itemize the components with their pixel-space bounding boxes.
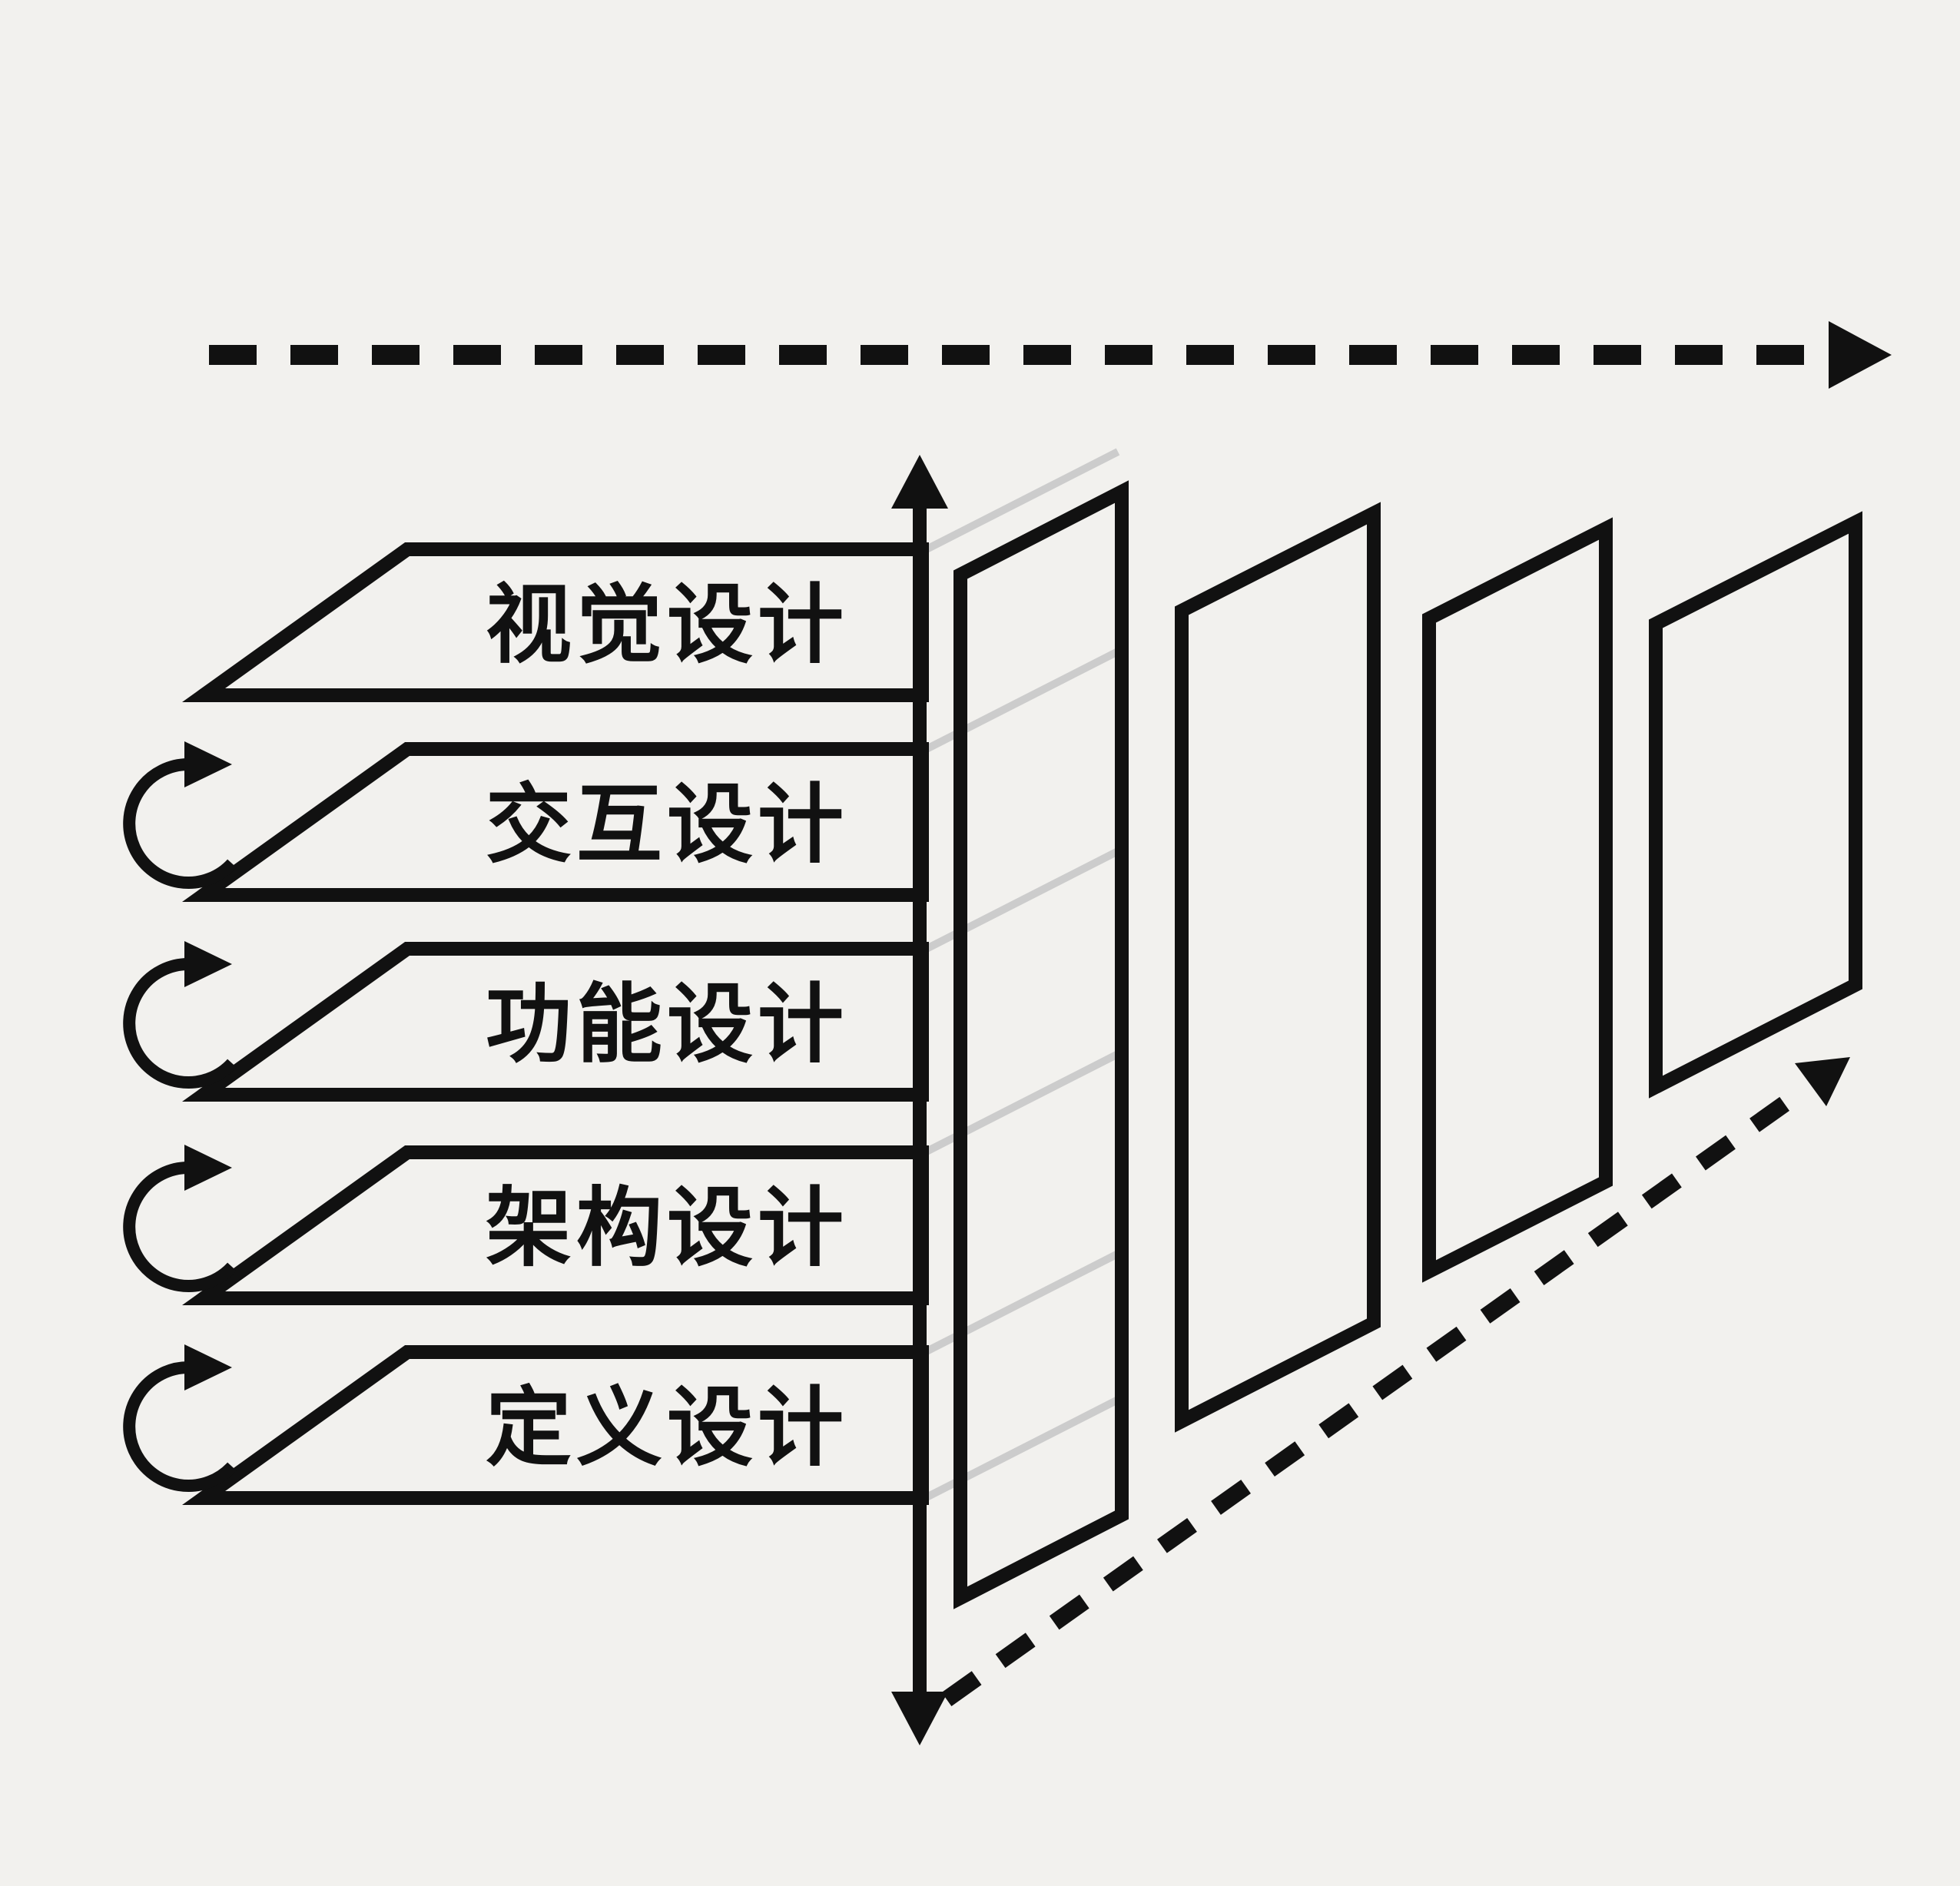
iteration-arrow-icon-1 [123, 741, 237, 889]
iteration-arrowhead [184, 741, 232, 787]
iteration-arrowhead [184, 1344, 232, 1390]
perspective-panel-4 [1649, 511, 1862, 1099]
depth-guide-line [920, 648, 1120, 755]
diagonal-arrowhead [1795, 1057, 1850, 1106]
layer-architecture-design: 架构设计 [182, 1145, 929, 1305]
vertical-axis-top-arrowhead [891, 455, 948, 509]
depth-guide-line [920, 1396, 1120, 1503]
iteration-arc [123, 1361, 237, 1492]
iteration-arrow-icon-2 [123, 941, 237, 1089]
layer-label: 视觉设计 [486, 575, 848, 675]
layer-function-design: 功能设计 [182, 942, 929, 1102]
depth-guide-lines [920, 448, 1120, 1503]
iteration-arrow-icon-4 [123, 1344, 237, 1492]
layer-definition-design: 定义设计 [182, 1345, 929, 1505]
iteration-arrowhead [184, 1145, 232, 1191]
layer-label: 交互设计 [486, 775, 848, 875]
depth-guide-line [920, 448, 1120, 555]
iteration-arrow-icon-3 [123, 1145, 237, 1292]
layer-label: 架构设计 [486, 1178, 848, 1278]
diagonal-dashed-line [941, 1081, 1812, 1706]
iteration-arc [123, 958, 237, 1089]
vertical-axis-bottom-arrowhead [891, 1692, 948, 1745]
vertical-axis-double-arrow-icon [891, 455, 948, 1745]
iteration-arrowhead [184, 941, 232, 987]
layer-interaction-design: 交互设计 [182, 742, 929, 902]
top-dashed-arrow-right-icon [209, 321, 1892, 389]
depth-guide-line [920, 1050, 1120, 1158]
top-arrowhead [1829, 321, 1892, 389]
iteration-arc [123, 758, 237, 889]
perspective-panel-1 [953, 480, 1129, 1609]
depth-guide-line [920, 847, 1120, 955]
layer-visual-design: 视觉设计 [182, 542, 929, 702]
perspective-panels [953, 480, 1862, 1609]
perspective-panel-3 [1422, 517, 1613, 1283]
iteration-arc [123, 1162, 237, 1292]
diagonal-dashed-arrow-icon [941, 1057, 1850, 1706]
layer-label: 功能设计 [486, 975, 848, 1075]
perspective-panel-2 [1175, 502, 1381, 1433]
depth-guide-line [920, 1250, 1120, 1357]
layer-label: 定义设计 [486, 1378, 848, 1478]
